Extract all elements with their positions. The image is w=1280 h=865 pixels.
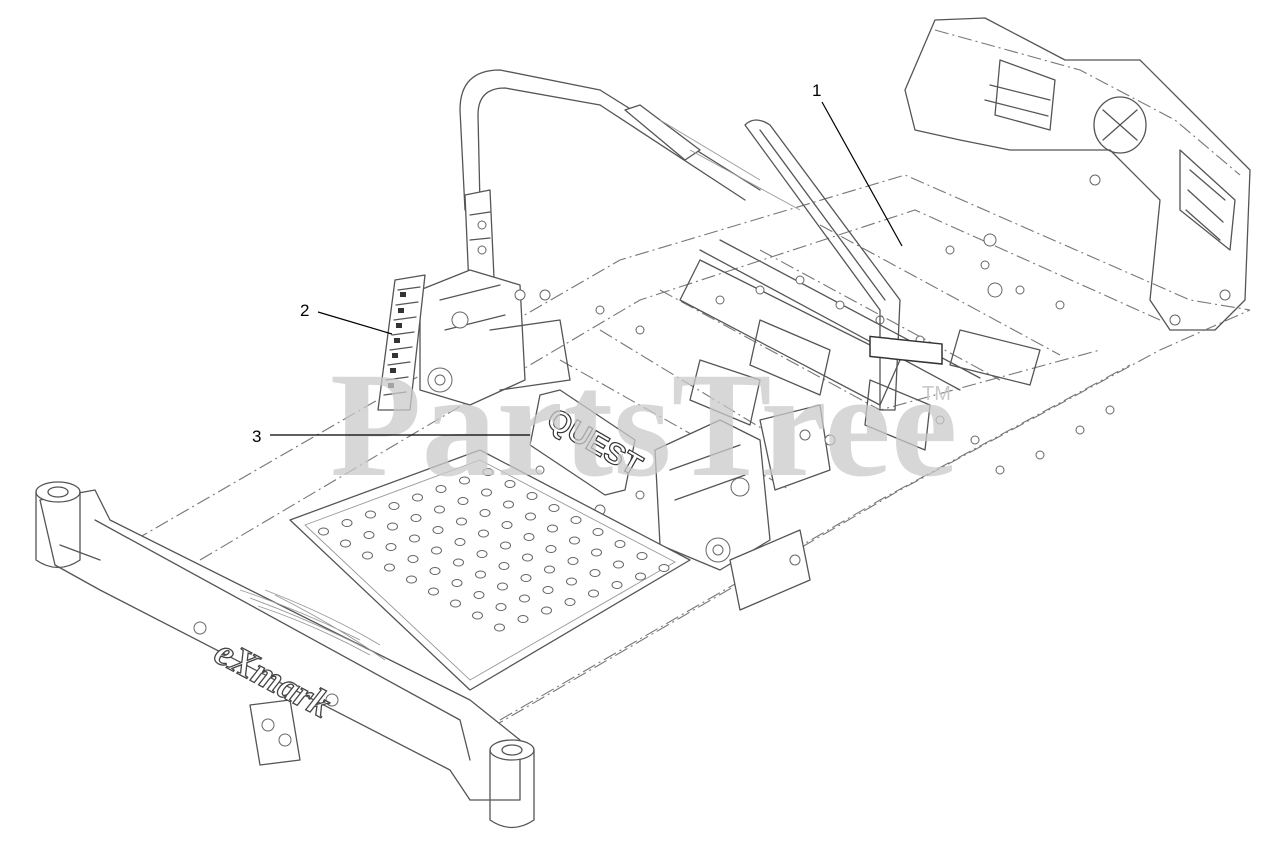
- watermark-trademark: TM: [922, 383, 951, 405]
- dimple: [409, 534, 420, 543]
- dimple: [497, 582, 508, 591]
- dimple: [658, 564, 670, 572]
- dimple: [544, 565, 555, 574]
- dimple: [495, 603, 507, 611]
- dimple: [385, 543, 397, 551]
- dimple: [520, 574, 532, 582]
- dimple: [412, 493, 423, 502]
- dimple: [494, 623, 505, 632]
- callout-2-label: 2: [300, 301, 309, 320]
- dimple: [564, 598, 576, 606]
- dimple: [428, 587, 439, 596]
- dimple: [545, 545, 557, 553]
- dimple: [451, 579, 463, 587]
- dimple: [453, 558, 464, 567]
- dimple: [479, 509, 491, 517]
- dimple: [569, 536, 580, 545]
- rear-seat-frame: [904, 17, 1251, 331]
- dimple: [363, 531, 375, 539]
- dimple: [456, 517, 467, 526]
- dimple: [522, 553, 533, 562]
- dimple: [457, 497, 469, 505]
- dimple: [613, 560, 624, 569]
- dimple: [566, 577, 577, 586]
- dimple: [570, 516, 582, 524]
- dimple: [475, 570, 486, 579]
- dimple: [614, 540, 626, 548]
- right-control-tower: [654, 404, 836, 611]
- dimple: [482, 468, 494, 476]
- foot-plate-dimples: [318, 468, 670, 632]
- dimple: [340, 539, 351, 548]
- dimple: [407, 555, 419, 563]
- dimple: [548, 504, 560, 512]
- dimple: [434, 505, 445, 514]
- dimple: [542, 586, 554, 594]
- dimple: [459, 476, 470, 485]
- dimple: [431, 546, 442, 555]
- dimple: [498, 562, 510, 570]
- dimple: [589, 569, 601, 577]
- dimple: [519, 594, 530, 603]
- dimple: [384, 563, 395, 572]
- dimple: [517, 615, 529, 623]
- dimple: [406, 575, 417, 584]
- dimple: [588, 589, 599, 598]
- dimple: [341, 519, 353, 527]
- callout-3: 3: [252, 427, 530, 446]
- dimple: [523, 533, 535, 541]
- dimple: [591, 548, 602, 557]
- dimple: [500, 541, 511, 550]
- dimple: [504, 480, 516, 488]
- dimple: [432, 526, 444, 534]
- dimple: [525, 512, 536, 521]
- roll-bar: [459, 69, 901, 411]
- dimple: [387, 522, 398, 531]
- dimple: [435, 485, 447, 493]
- dimple: [541, 606, 552, 615]
- dimple: [454, 538, 466, 546]
- height-decal: [377, 274, 426, 411]
- dimple: [476, 550, 488, 558]
- dimple: [547, 524, 558, 533]
- dimple: [501, 521, 513, 529]
- dimple: [611, 581, 623, 589]
- left-control-tower: [419, 189, 571, 406]
- dimple: [478, 529, 489, 538]
- dimple: [388, 502, 400, 510]
- dimple: [567, 557, 579, 565]
- dimple: [429, 567, 441, 575]
- dimple: [526, 492, 538, 500]
- dimple: [481, 488, 492, 497]
- dimple: [365, 510, 376, 519]
- dimple: [450, 599, 461, 608]
- dimple: [362, 551, 373, 560]
- watermark-text: PartsTree: [330, 342, 957, 508]
- foot-plate: [289, 449, 691, 691]
- callout-1: 1: [812, 81, 903, 247]
- dimple: [473, 591, 485, 599]
- seat-decal: [869, 335, 943, 365]
- dimple: [410, 514, 422, 522]
- dimple: [592, 528, 604, 536]
- callout-1-label: 1: [812, 81, 821, 100]
- front-bumper: eXmark: [35, 481, 535, 829]
- dimple: [472, 611, 483, 620]
- dimple: [318, 527, 329, 536]
- dimple: [636, 552, 648, 560]
- dimple: [503, 500, 514, 509]
- callout-3-label: 3: [252, 427, 261, 446]
- dimple: [635, 572, 646, 581]
- callout-2: 2: [300, 301, 393, 335]
